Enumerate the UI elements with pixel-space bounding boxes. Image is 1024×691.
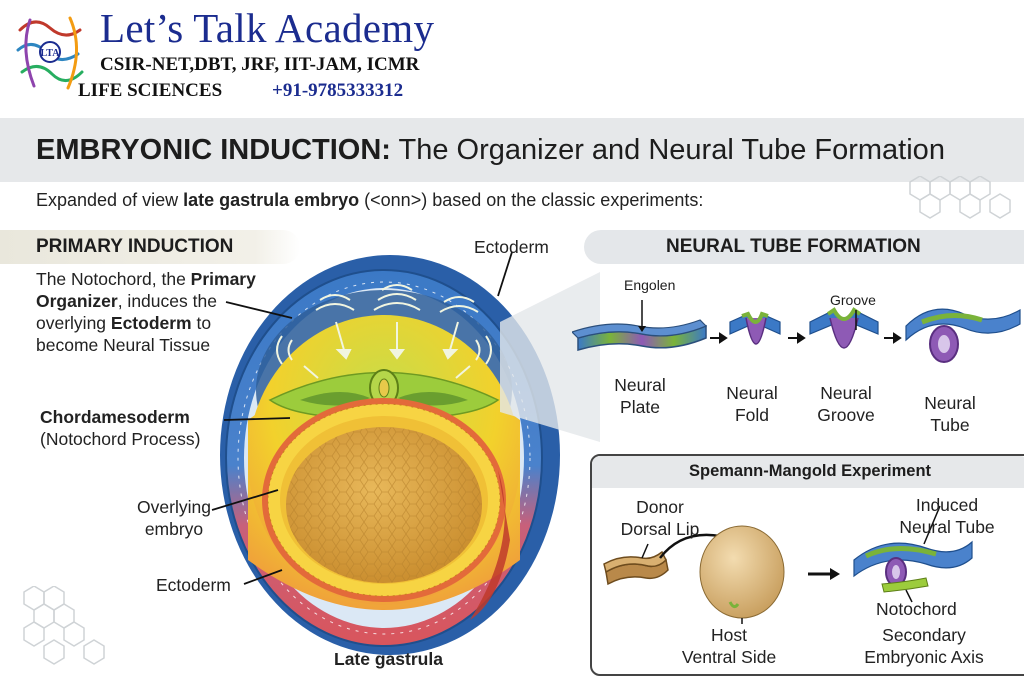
late-gastrula-label: Late gastrula	[334, 649, 443, 669]
primary-induction-text: The Notochord, the Primary Organizer, in…	[36, 269, 256, 355]
donor-dorsal-lip-tissue	[603, 550, 669, 586]
neural-tube-heading: NEURAL TUBE FORMATION	[666, 236, 921, 257]
primary-induction-heading: PRIMARY INDUCTION	[36, 236, 234, 257]
neural-groove-stage	[809, 307, 879, 349]
notochord-label: Notochord	[876, 599, 957, 619]
spemann-mangold-diagram	[603, 505, 973, 624]
induction-signal-waves	[276, 284, 492, 365]
groove-label: Groove	[830, 292, 876, 308]
late-gastrula-diagram	[211, 251, 560, 655]
spemann-mangold-title: Spemann-Mangold Experiment	[688, 462, 932, 480]
subject-label: LIFE SCIENCES	[78, 80, 223, 101]
neural-tube-banner	[584, 230, 1024, 264]
title-band	[0, 118, 1024, 182]
page-title: EMBRYONIC INDUCTION: The Organizer and N…	[36, 134, 945, 166]
logo-text: LTA	[41, 48, 61, 59]
engolen-label: Engolen	[624, 277, 676, 293]
zoom-wedge	[500, 272, 600, 442]
academy-name: Let’s Talk Academy	[100, 5, 435, 51]
phone-number: +91-9785333312	[272, 80, 404, 101]
hexagon-pattern-icon	[909, 176, 1011, 219]
hexagon-pattern-icon	[23, 586, 105, 665]
neural-plate-stage	[572, 300, 708, 352]
induced-neural-tube	[853, 540, 973, 593]
host-embryo	[699, 525, 785, 619]
primary-induction-banner	[0, 230, 300, 264]
neural-fold-stage	[729, 311, 781, 345]
intro-text: Expanded of view late gastrula embryo (<…	[36, 190, 704, 210]
neural-tube-stage	[905, 308, 1021, 363]
stage-arrow-icon	[710, 332, 902, 344]
exam-list: CSIR-NET,DBT, JRF, IIT-JAM, ICMR	[100, 54, 420, 75]
spemann-mangold-header	[592, 456, 1024, 488]
neural-tube-stages	[572, 300, 1021, 363]
ectoderm-top-label: Ectoderm	[474, 237, 549, 257]
academy-logo-icon: LTA	[16, 16, 84, 90]
chordamesoderm-label: Chordamesoderm	[40, 407, 190, 427]
notochord-process-label: (Notochord Process)	[40, 429, 201, 449]
header	[0, 0, 1024, 112]
induction-arrows	[303, 321, 471, 379]
ectoderm-bottom-label: Ectoderm	[156, 575, 231, 595]
